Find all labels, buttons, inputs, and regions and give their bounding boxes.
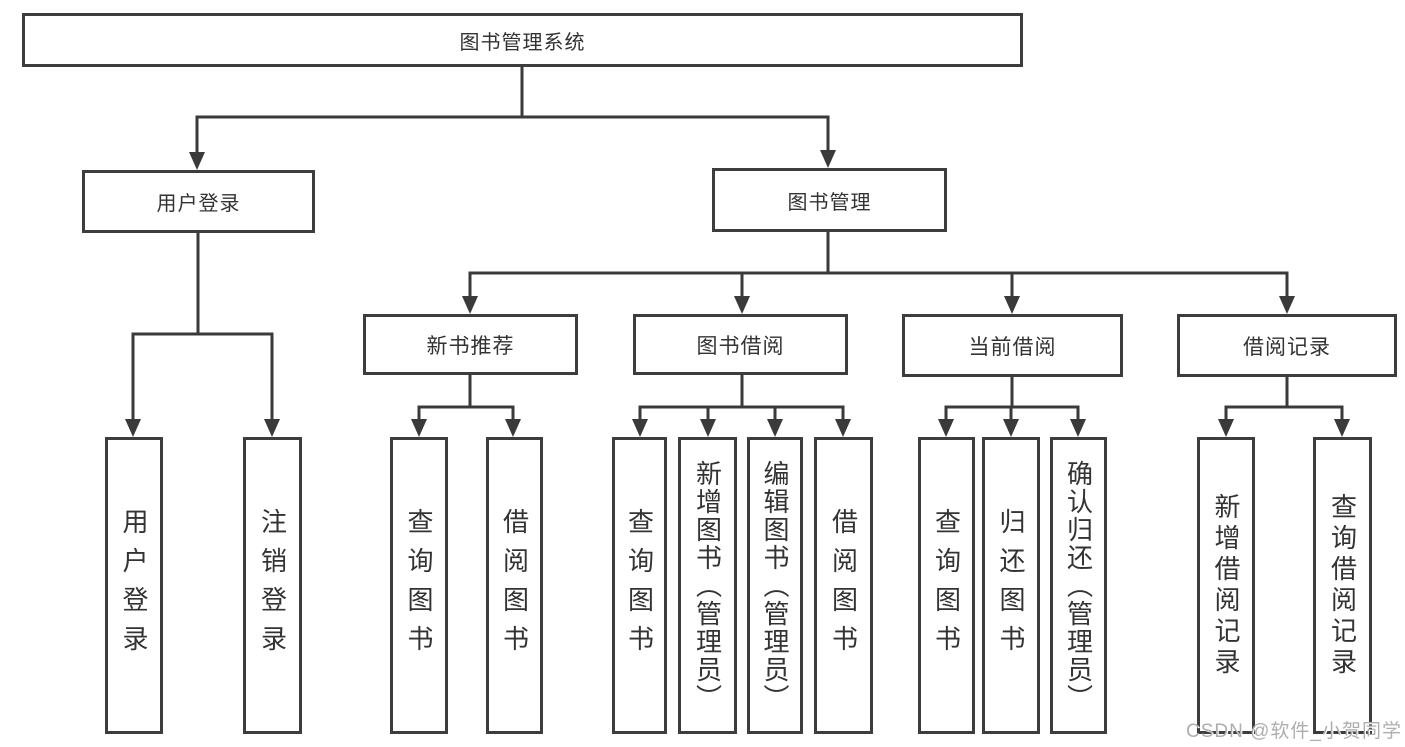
node-current-borrowing: 当前借阅 [902, 314, 1123, 377]
leaf-add-book-admin: 新增图书（管理员） [678, 437, 737, 734]
leaf-query-borrow-record-label: 查询借阅记录 [1327, 492, 1358, 679]
node-book-borrowing: 图书借阅 [633, 314, 848, 375]
connector-root-to-level1 [189, 67, 836, 170]
node-book-borrowing-label: 图书借阅 [696, 334, 785, 358]
leaf-edit-book-admin: 编辑图书（管理员） [747, 437, 803, 734]
node-current-borrowing-label: 当前借阅 [968, 335, 1057, 359]
leaf-logout: 注销登录 [243, 437, 302, 734]
leaf-borrow-book-label: 借阅图书 [828, 507, 859, 664]
connector-userlogin-to-leaves [125, 233, 280, 437]
connector-borrowrecords-to-leaves [1218, 377, 1350, 437]
node-root-label: 图书管理系统 [459, 31, 586, 54]
leaf-confirm-return-admin: 确认归还（管理员） [1050, 437, 1107, 734]
leaf-query-book-borrowing-label: 查询图书 [624, 507, 655, 664]
leaf-query-book-borrowing: 查询图书 [612, 437, 667, 734]
leaf-query-book-recommend: 查询图书 [390, 437, 448, 734]
connector-bookmgmt-to-level2 [462, 232, 1295, 314]
leaf-confirm-return-admin-label: 确认归还（管理员） [1063, 459, 1094, 712]
node-user-login: 用户登录 [82, 170, 315, 233]
node-root: 图书管理系统 [22, 13, 1023, 67]
leaf-user-login: 用户登录 [105, 437, 163, 734]
connector-newbookrec-to-leaves [411, 375, 521, 437]
csdn-watermark: CSDN @软件_小贺同学 [1186, 721, 1402, 742]
leaf-user-login-label: 用户登录 [119, 507, 149, 664]
leaf-borrow-book: 借阅图书 [814, 437, 873, 734]
leaf-return-book-label: 归还图书 [996, 507, 1026, 664]
node-new-book-recommend: 新书推荐 [363, 314, 578, 375]
node-borrowing-records-label: 借阅记录 [1243, 335, 1331, 359]
node-book-management-label: 图书管理 [787, 191, 872, 214]
leaf-query-borrow-record: 查询借阅记录 [1313, 437, 1372, 734]
leaf-add-borrow-record: 新增借阅记录 [1197, 437, 1255, 734]
connector-bookborrow-to-leaves [632, 375, 851, 437]
leaf-return-book: 归还图书 [982, 437, 1040, 734]
leaf-borrow-book-recommend-label: 借阅图书 [499, 507, 530, 664]
leaf-query-book-recommend-label: 查询图书 [404, 507, 434, 664]
node-borrowing-records: 借阅记录 [1177, 314, 1397, 377]
leaf-logout-label: 注销登录 [257, 507, 288, 664]
leaf-borrow-book-recommend: 借阅图书 [486, 437, 543, 734]
connector-currentborrow-to-leaves [938, 377, 1086, 437]
node-user-login-label: 用户登录 [156, 193, 241, 215]
leaf-query-book-current-label: 查询图书 [931, 507, 962, 664]
node-book-management: 图书管理 [712, 168, 947, 232]
leaf-query-book-current: 查询图书 [918, 437, 975, 734]
leaf-edit-book-admin-label: 编辑图书（管理员） [760, 459, 790, 712]
node-new-book-recommend-label: 新书推荐 [426, 334, 515, 358]
leaf-add-borrow-record-label: 新增借阅记录 [1211, 492, 1241, 679]
leaf-add-book-admin-label: 新增图书（管理员） [692, 459, 723, 712]
